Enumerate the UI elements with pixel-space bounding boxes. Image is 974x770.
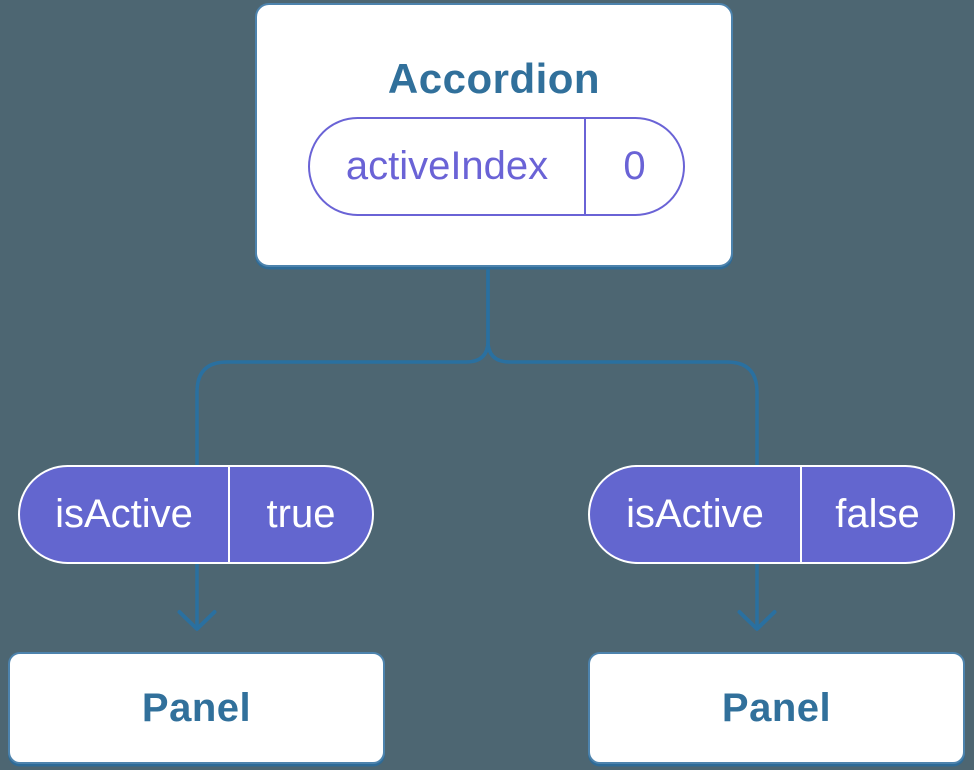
state-pill-activeindex: activeIndex 0 (308, 117, 685, 216)
prop-label: isActive (20, 467, 230, 562)
prop-value: true (266, 492, 336, 536)
prop-pill-isactive-true: isActive true (18, 465, 374, 564)
panel-component-card-left: Panel (8, 652, 385, 764)
prop-label: isActive (590, 467, 802, 562)
arrow-down-icon (737, 610, 777, 631)
connector-right-branch (486, 268, 759, 627)
accordion-component-card: Accordion activeIndex 0 (255, 3, 733, 267)
prop-value: false (835, 492, 920, 536)
connector-left-branch (195, 268, 490, 627)
prop-pill-isactive-false: isActive false (588, 465, 955, 564)
state-value: 0 (623, 144, 646, 188)
arrow-down-icon (177, 610, 217, 631)
panel-component-card-right: Panel (588, 652, 965, 764)
state-label: activeIndex (310, 119, 586, 214)
accordion-title: Accordion (387, 55, 601, 102)
